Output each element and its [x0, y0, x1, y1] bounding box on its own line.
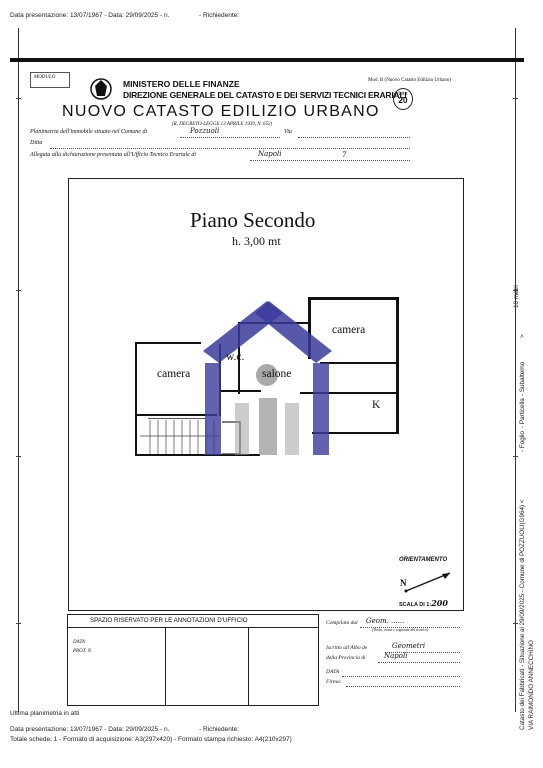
firma-label: Firma: — [326, 679, 342, 685]
side-name-line: VIA RAIMONDO ANNECCHINO — [528, 640, 535, 730]
ditta-label: Ditta — [30, 140, 43, 146]
provincia-label: della Provincia di — [326, 655, 366, 661]
mod-b-label: Mod. B (Nuovo Catasto Edilizio Urbano) — [368, 78, 452, 83]
office-box — [67, 614, 319, 706]
ufficio-value: Napoli — [258, 150, 282, 158]
allegata-num: 7 — [342, 151, 347, 159]
emblem-icon — [90, 78, 112, 100]
allegata-label: Allegata alla dichiarazione presentata a… — [30, 152, 196, 158]
office-data-label: DATA — [73, 640, 85, 645]
office-title: SPAZIO RISERVATO PER LE ANNOTAZIONI D'UF… — [90, 617, 248, 624]
iscritto-label: Iscritto all'Albo de — [326, 645, 368, 651]
planimetria-label: Planimetria dell'immobile situato nel Co… — [30, 129, 148, 135]
footer-data-presentazione: Data presentazione: 13/07/1967 - Data: 2… — [10, 726, 170, 733]
plan-height: h. 3,00 mt — [232, 234, 281, 248]
office-prot-label: PROT. N. — [73, 649, 93, 654]
watermark-logo — [203, 301, 332, 455]
footer-totale: Totale schede: 1 - Formato di acquisizio… — [10, 736, 292, 743]
footer-richiedente: - Richiedente: — [199, 726, 240, 733]
room-salone: salone — [262, 368, 292, 380]
scala-label: SCALA DI 1:200 — [399, 598, 448, 608]
module-stamp: MODULO — [30, 72, 70, 88]
via-label: Via — [284, 129, 292, 135]
side-count: 10 metri — [513, 285, 520, 308]
side-arrow: > — [519, 334, 526, 338]
footer-ultima: Ultima planimetria in atti — [10, 710, 80, 717]
room-camera-right: camera — [332, 324, 366, 336]
form-title: NUOVO CATASTO EDILIZIO URBANO — [62, 103, 380, 120]
header-richiedente: - Richiedente: — [199, 12, 240, 19]
side-particella: - Particella — [519, 398, 526, 428]
north-arrow-icon — [404, 572, 451, 593]
room-camera-left: camera — [157, 368, 191, 380]
sheet-border — [16, 28, 518, 712]
iscritto-value: Geometri — [392, 642, 426, 650]
decree-label: (R. DECRETO-LEGGE 13 APRILE 1939, N. 652… — [172, 122, 273, 127]
north-label: N — [400, 578, 407, 588]
compilata-value: Geom. ...... — [366, 617, 405, 625]
compilata-sub: (Titolo, nome e cognome del tecnico) — [372, 628, 429, 632]
floor-plan-frame — [68, 178, 464, 611]
side-foglio: - Foglio — [519, 431, 526, 452]
top-rule — [10, 58, 524, 62]
direction-title: DIREZIONE GENERALE DEL CATASTO E DEI SER… — [123, 90, 407, 100]
side-subalterno: - Subalterno — [519, 361, 526, 396]
office-data2-label: DATA — [326, 669, 340, 675]
room-wc: w.c. — [226, 351, 245, 363]
room-kitchen: K — [372, 399, 381, 411]
orientamento-label: ORIENTAMENTO — [399, 557, 448, 563]
ministry-title: MINISTERO DELLE FINANZE — [123, 79, 240, 89]
provincia-value: Napoli — [384, 652, 408, 660]
comune-value: Pozzuoli — [190, 127, 220, 135]
plan-title: Piano Secondo — [190, 208, 316, 232]
side-catasto-line: Catasto dei Fabbricati - Situazione al 2… — [519, 499, 526, 730]
compilata-label: Compilata dal — [326, 620, 358, 626]
price-badge: Lire 20 — [393, 88, 413, 110]
header-data-presentazione: Data presentazione: 13/07/1967 - Data: 2… — [10, 12, 170, 19]
